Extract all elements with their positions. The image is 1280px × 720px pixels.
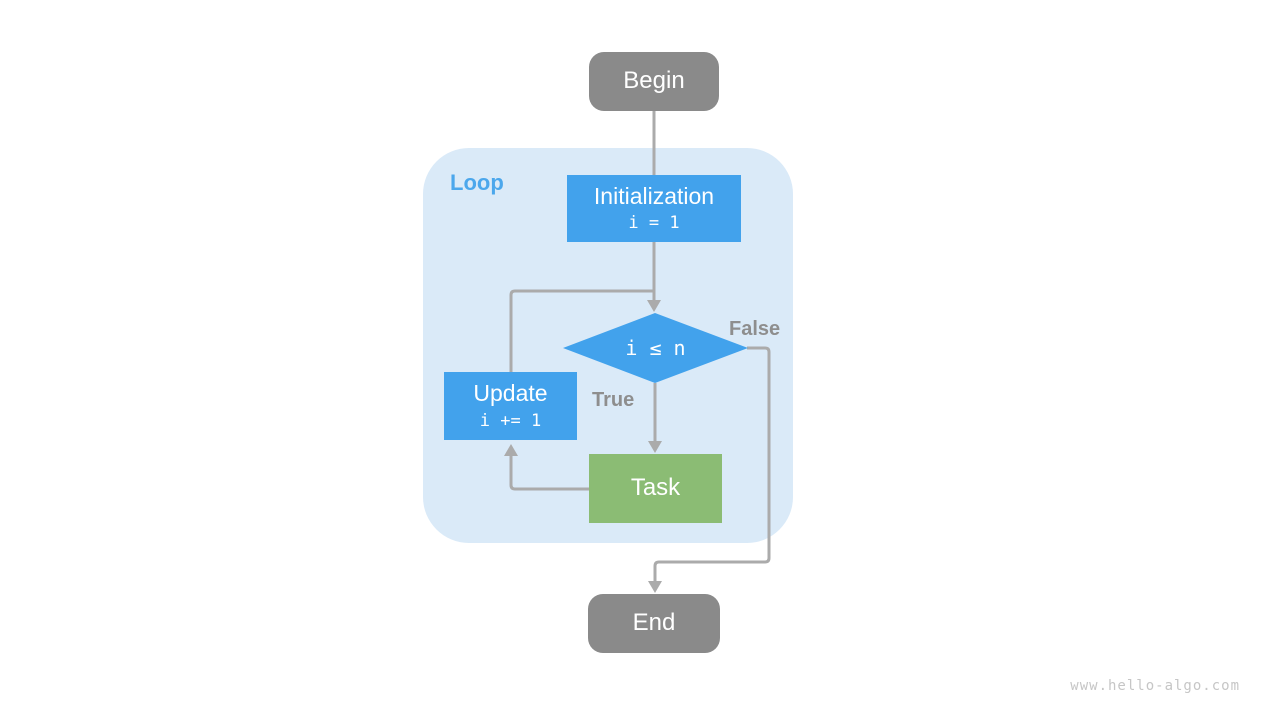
node-initialization-label: Initialization xyxy=(593,182,715,209)
branch-label-true: True xyxy=(592,389,635,411)
edge-condition-false-to-end xyxy=(648,346,771,593)
node-condition-code: i ≤ n xyxy=(625,336,686,360)
node-condition: i ≤ n xyxy=(563,313,748,383)
node-begin-label: Begin xyxy=(623,67,685,95)
node-initialization-code: i = 1 xyxy=(628,213,680,234)
edge-update-to-junction xyxy=(509,289,653,373)
node-task-label: Task xyxy=(630,474,681,502)
node-update-code: i += 1 xyxy=(479,410,542,431)
node-initialization: Initialization i = 1 xyxy=(567,175,741,242)
node-task: Task xyxy=(589,454,722,523)
node-update: Update i += 1 xyxy=(444,372,577,440)
watermark-url: www.hello-algo.com xyxy=(1070,678,1240,694)
loop-group-label: Loop xyxy=(450,170,504,195)
branch-label-false: False xyxy=(729,318,781,340)
edge-task-to-update xyxy=(504,444,590,491)
node-end: End xyxy=(588,594,720,653)
edge-group xyxy=(504,111,771,593)
node-begin: Begin xyxy=(589,52,719,111)
condition-diamond-shape xyxy=(563,313,748,383)
node-update-label: Update xyxy=(473,380,548,407)
node-end-label: End xyxy=(632,609,676,637)
